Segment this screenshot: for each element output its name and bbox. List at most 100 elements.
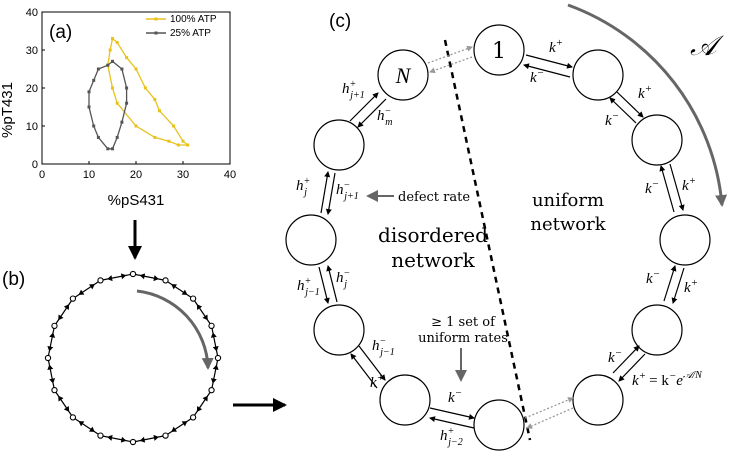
data-point — [96, 67, 100, 71]
data-point — [120, 67, 124, 71]
ring-arrowhead — [78, 289, 85, 295]
defect-rate-label: defect rate — [398, 190, 470, 205]
data-point — [134, 67, 138, 71]
ring-arrowhead — [58, 395, 64, 402]
ring-node — [129, 438, 137, 446]
data-point — [158, 109, 161, 113]
rate-h-j-minus: h−j — [336, 268, 350, 290]
node-uniform-3 — [659, 214, 711, 266]
data-point — [111, 37, 114, 41]
data-point — [120, 120, 124, 124]
rate-h-j-plus: h+j — [296, 176, 310, 198]
ring-arrowhead — [139, 436, 146, 443]
ring-arrowhead — [63, 304, 70, 310]
data-point — [181, 139, 185, 143]
node-disordered-4 — [313, 119, 365, 171]
ring-edge — [210, 325, 219, 359]
ring-edge — [132, 435, 166, 443]
ring-arrowhead — [196, 304, 203, 310]
ring-edge — [100, 435, 134, 443]
ring-node — [129, 270, 137, 278]
rate-k-plus-3: k+ — [682, 175, 696, 194]
y-tick-label: 30 — [26, 45, 38, 57]
rate-h-jm1-plus: h+j−1 — [297, 276, 320, 298]
data-point — [92, 124, 96, 128]
ring-edge — [165, 416, 194, 437]
ring-node — [44, 354, 52, 362]
uniform-rate-labels: k+ k− k+ k− k+ k− k− k+ k− k− k+ — [370, 37, 698, 406]
transitions — [318, 54, 685, 429]
circulation-arrow-c — [567, 3, 728, 207]
ring-node — [69, 295, 77, 302]
data-point — [115, 101, 119, 105]
ring-edge — [72, 279, 101, 300]
data-point — [167, 139, 171, 143]
node-uniform-1 — [572, 49, 624, 101]
uniform-network-label-1: uniform — [532, 190, 604, 211]
ring-arrowhead — [107, 275, 113, 282]
rate-k-plus-2: k+ — [638, 83, 652, 102]
panel-b: (b) — [2, 269, 222, 446]
y-tick-label: 10 — [26, 121, 38, 133]
ring-edge — [192, 298, 213, 327]
data-point — [125, 56, 129, 60]
rate-h-jm1-minus: h−j−1 — [372, 336, 395, 358]
data-point — [186, 143, 190, 147]
ring-arrowhead — [210, 332, 217, 338]
data-point — [111, 86, 114, 90]
x-tick-label: 30 — [177, 169, 189, 181]
ring-arrowhead — [89, 426, 95, 432]
ring-arrowhead — [120, 273, 127, 280]
rate-k-plus-6: k+ — [370, 372, 384, 391]
data-point — [134, 124, 138, 128]
ring-arrowhead — [78, 421, 85, 427]
ring-arrowhead — [49, 378, 56, 384]
uniform-rates-label-2: uniform rates — [418, 331, 508, 346]
data-point — [153, 97, 157, 101]
rate-h-jp1-minus: h−j+1 — [336, 180, 359, 202]
node-disordered-2 — [313, 304, 365, 356]
data-point — [92, 78, 96, 82]
ring-edge — [192, 389, 213, 418]
rate-k-minus-2: k− — [605, 110, 619, 129]
data-point — [172, 124, 176, 128]
rate-h-jm2-plus: h+j−2 — [440, 426, 463, 448]
ring-arrowhead — [139, 273, 146, 280]
divider-line — [443, 39, 532, 441]
node-n — [377, 49, 429, 101]
ring-arrowhead — [153, 434, 159, 441]
disordered-network-label-1: disordered — [378, 223, 488, 247]
panel-label-b: (b) — [2, 269, 25, 290]
rate-k-minus-6: k− — [448, 387, 462, 406]
ring-node — [51, 322, 58, 330]
rate-k-minus-3: k− — [645, 178, 659, 197]
ring-arrowhead — [202, 395, 208, 402]
series-group — [87, 37, 190, 151]
data-point — [111, 147, 114, 151]
ring-edge — [53, 389, 74, 418]
ring-node — [189, 295, 197, 302]
data-point — [87, 105, 91, 109]
ring-node — [69, 414, 77, 421]
rate-k-plus-1: k+ — [549, 37, 563, 56]
legend: 100% ATP 25% ATP — [146, 14, 217, 39]
ring-edge — [165, 279, 194, 300]
data-point — [106, 147, 110, 151]
ring-arrowhead — [89, 284, 95, 290]
panel-label-a: (a) — [49, 22, 72, 43]
disordered-rate-labels: h+j+1 h−m h+j h−j+1 h+j−1 h−j h−j−1 h+j−… — [296, 79, 463, 448]
data-point — [125, 101, 129, 105]
node-bottom — [473, 399, 525, 451]
ring-arrowhead — [107, 434, 113, 441]
data-point — [87, 90, 91, 94]
rate-h-jp1-plus: h+j+1 — [342, 79, 365, 101]
series-line-1 — [88, 60, 128, 150]
ring-arrowhead — [171, 284, 177, 290]
legend-marker-25 — [154, 31, 158, 35]
legend-marker-100 — [154, 17, 158, 21]
ring-arrowhead — [210, 378, 217, 384]
data-point — [106, 63, 110, 67]
